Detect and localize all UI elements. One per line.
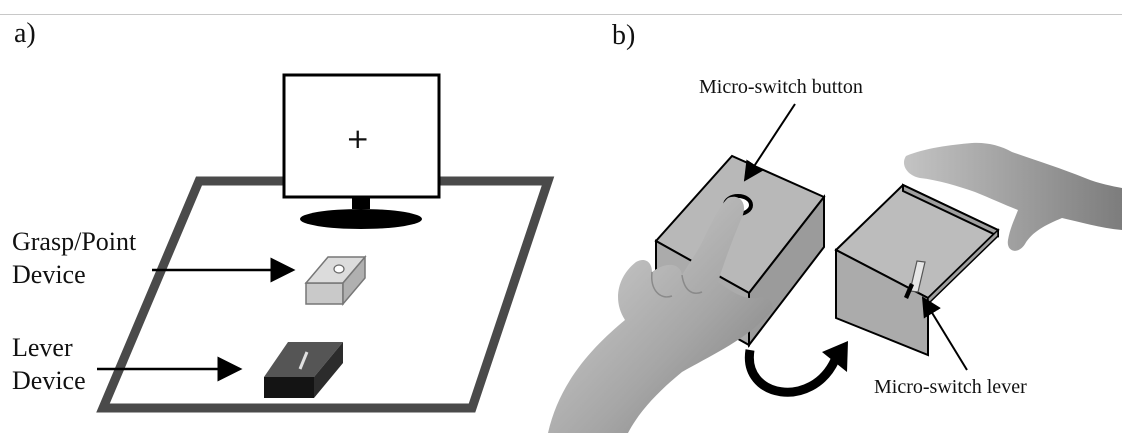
pointing-hand-image bbox=[548, 196, 773, 433]
monitor-base bbox=[300, 209, 422, 229]
lever-box bbox=[834, 183, 1000, 357]
monitor-stem bbox=[352, 197, 370, 209]
micro-switch-button-label: Micro-switch button bbox=[699, 76, 863, 98]
grasp-device bbox=[304, 254, 367, 307]
fixation-cross: + bbox=[346, 122, 370, 155]
panel-b-scene bbox=[548, 103, 1122, 433]
rotation-arrow-icon bbox=[744, 341, 848, 397]
lever-device-label-line2: Device bbox=[12, 365, 86, 395]
micro-switch-lever bbox=[904, 283, 914, 299]
panel-a-scene bbox=[96, 73, 555, 413]
micro-switch-lever-label: Micro-switch lever bbox=[874, 376, 1027, 398]
grasp-device-label-line2: Device bbox=[12, 259, 86, 289]
panel-b-label: b) bbox=[612, 20, 636, 51]
grasp-device-label-line1: Grasp/Point bbox=[12, 227, 137, 256]
lever-device-label-line1: Lever bbox=[12, 333, 73, 362]
reaching-hand-image bbox=[903, 142, 1122, 251]
top-divider bbox=[0, 14, 1122, 15]
lever-device bbox=[264, 342, 343, 398]
button-callout-arrow bbox=[743, 103, 796, 182]
grasp-device-label: Grasp/Point Device bbox=[12, 226, 136, 291]
monitor-screen bbox=[282, 73, 441, 199]
lever-callout-arrow bbox=[921, 296, 968, 371]
lever-device-label: Lever Device bbox=[12, 332, 86, 397]
panel-a-label: a) bbox=[14, 18, 36, 49]
